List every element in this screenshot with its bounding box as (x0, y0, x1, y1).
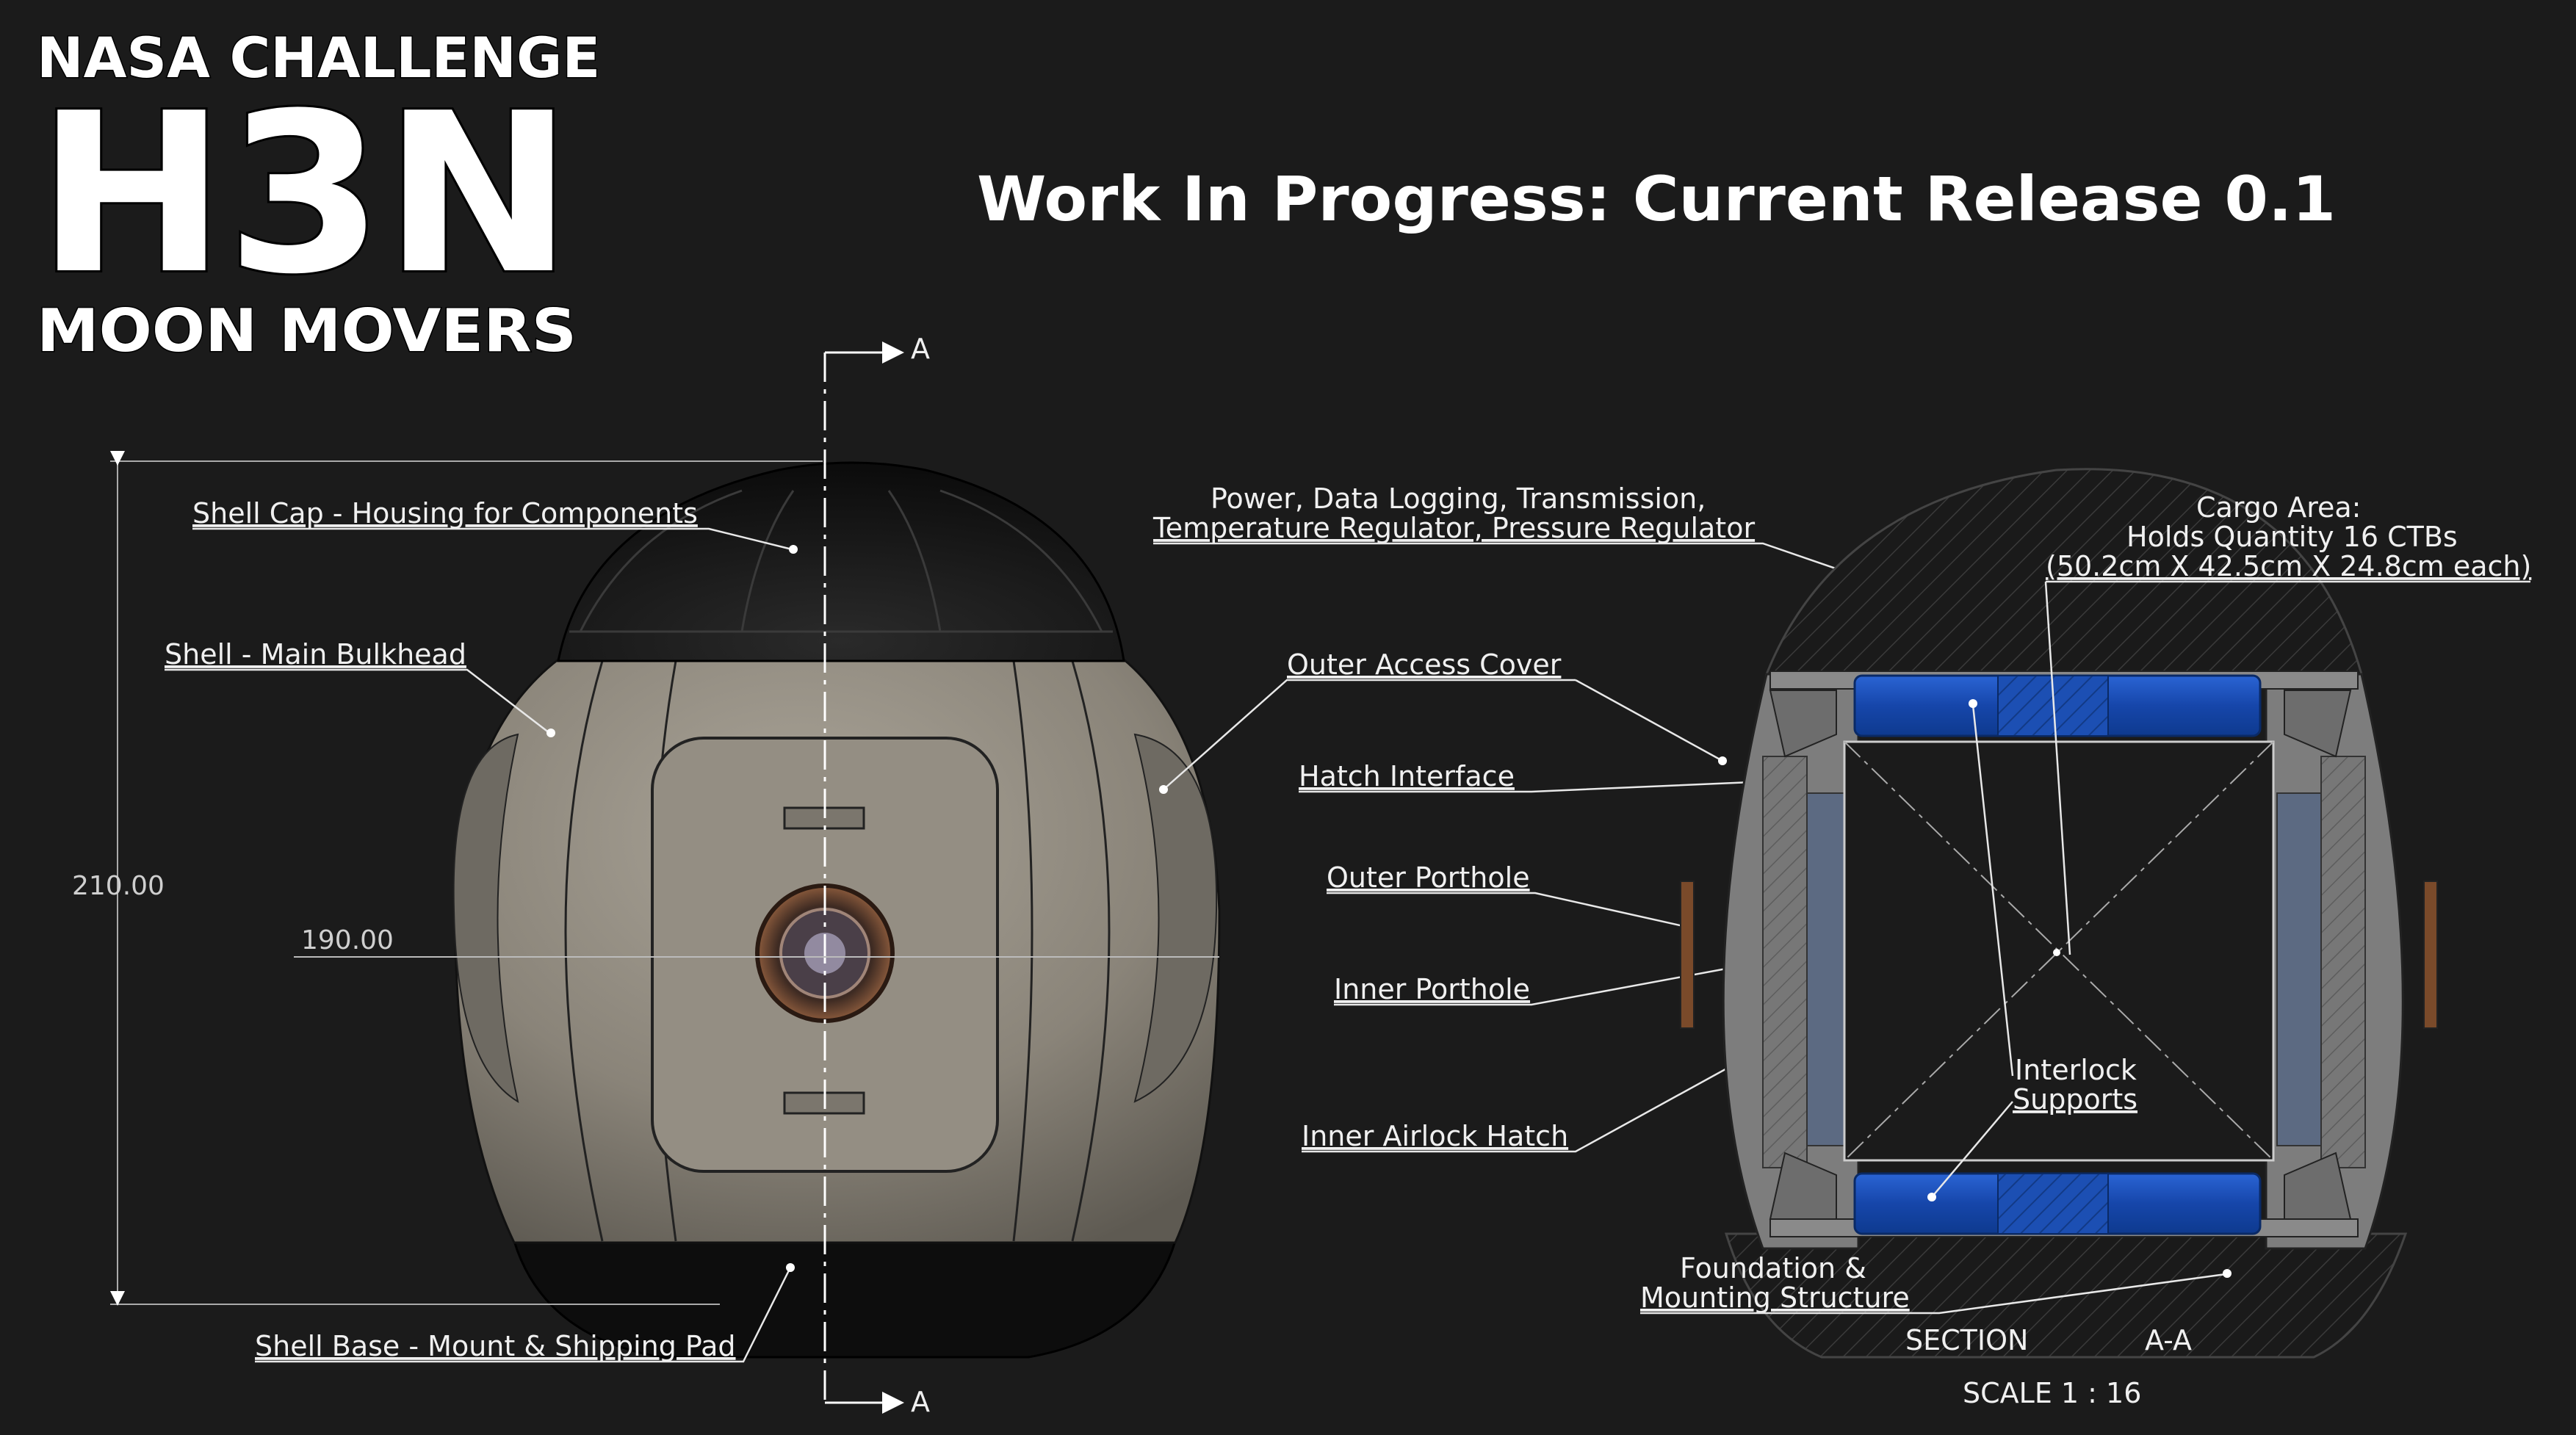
callout-hatch-interface: Hatch Interface (1299, 760, 1515, 792)
callout-cargo-line2: Holds Quantity 16 CTBs (2126, 521, 2458, 553)
callout-foundation-line2: Mounting Structure (1640, 1282, 1910, 1314)
callout-interlock-line1: Interlock (2015, 1054, 2137, 1086)
callout-cargo-line1: Cargo Area: (2196, 491, 2361, 524)
callout-power-line1: Power, Data Logging, Transmission, (1211, 482, 1706, 515)
callout-shell-base: Shell Base - Mount & Shipping Pad (255, 1330, 736, 1362)
callout-interlock-line2: Supports (2013, 1083, 2137, 1116)
logo-line-nasa-challenge: NASA CHALLENGE (37, 25, 600, 90)
section-callouts: Cargo Area: Holds Quantity 16 CTBs (50.2… (1640, 491, 2531, 1409)
callout-outer-access-cover: Outer Access Cover (1287, 648, 1562, 681)
callout-outer-porthole: Outer Porthole (1327, 861, 1530, 894)
callout-inner-airlock-hatch: Inner Airlock Hatch (1302, 1120, 1568, 1152)
callout-power-line2: Temperature Regulator, Pressure Regulato… (1152, 512, 1755, 544)
shell-base (512, 1240, 1177, 1359)
section-label-title: SECTION (1905, 1324, 2028, 1356)
section-label-suffix: A-A (2145, 1324, 2192, 1356)
dimension-width: 190.00 (301, 925, 394, 955)
section-view (1680, 468, 2438, 1359)
section-marker-top: A (911, 333, 930, 365)
callout-shell-main: Shell - Main Bulkhead (165, 638, 466, 670)
shell-cap (557, 461, 1125, 662)
callout-inner-porthole: Inner Porthole (1334, 973, 1530, 1005)
logo-line-h3n: H3N (37, 66, 573, 322)
callout-shell-cap: Shell Cap - Housing for Components (192, 497, 698, 529)
page-headline: Work In Progress: Current Release 0.1 (977, 163, 2336, 235)
section-marker-bottom: A (911, 1386, 930, 1418)
callout-cargo-line3: (50.2cm X 42.5cm X 24.8cm each) (2046, 550, 2531, 582)
left-access-bump (452, 733, 519, 1104)
logo: NASA CHALLENGE H3N MOON MOVERS (35, 24, 602, 366)
logo-line-moon-movers: MOON MOVERS (37, 297, 577, 365)
middle-callouts: Power, Data Logging, Transmission, Tempe… (1152, 482, 1952, 1153)
callout-foundation-line1: Foundation & (1680, 1252, 1866, 1284)
right-access-bump (1133, 733, 1218, 1103)
section-label-scale: SCALE 1 : 16 (1963, 1377, 2141, 1409)
dimension-height: 210.00 (72, 871, 165, 901)
front-view: A A 210.00 190.00 Shell Cap - Housing fo… (72, 333, 1221, 1418)
section-top-dome (1764, 468, 2363, 676)
